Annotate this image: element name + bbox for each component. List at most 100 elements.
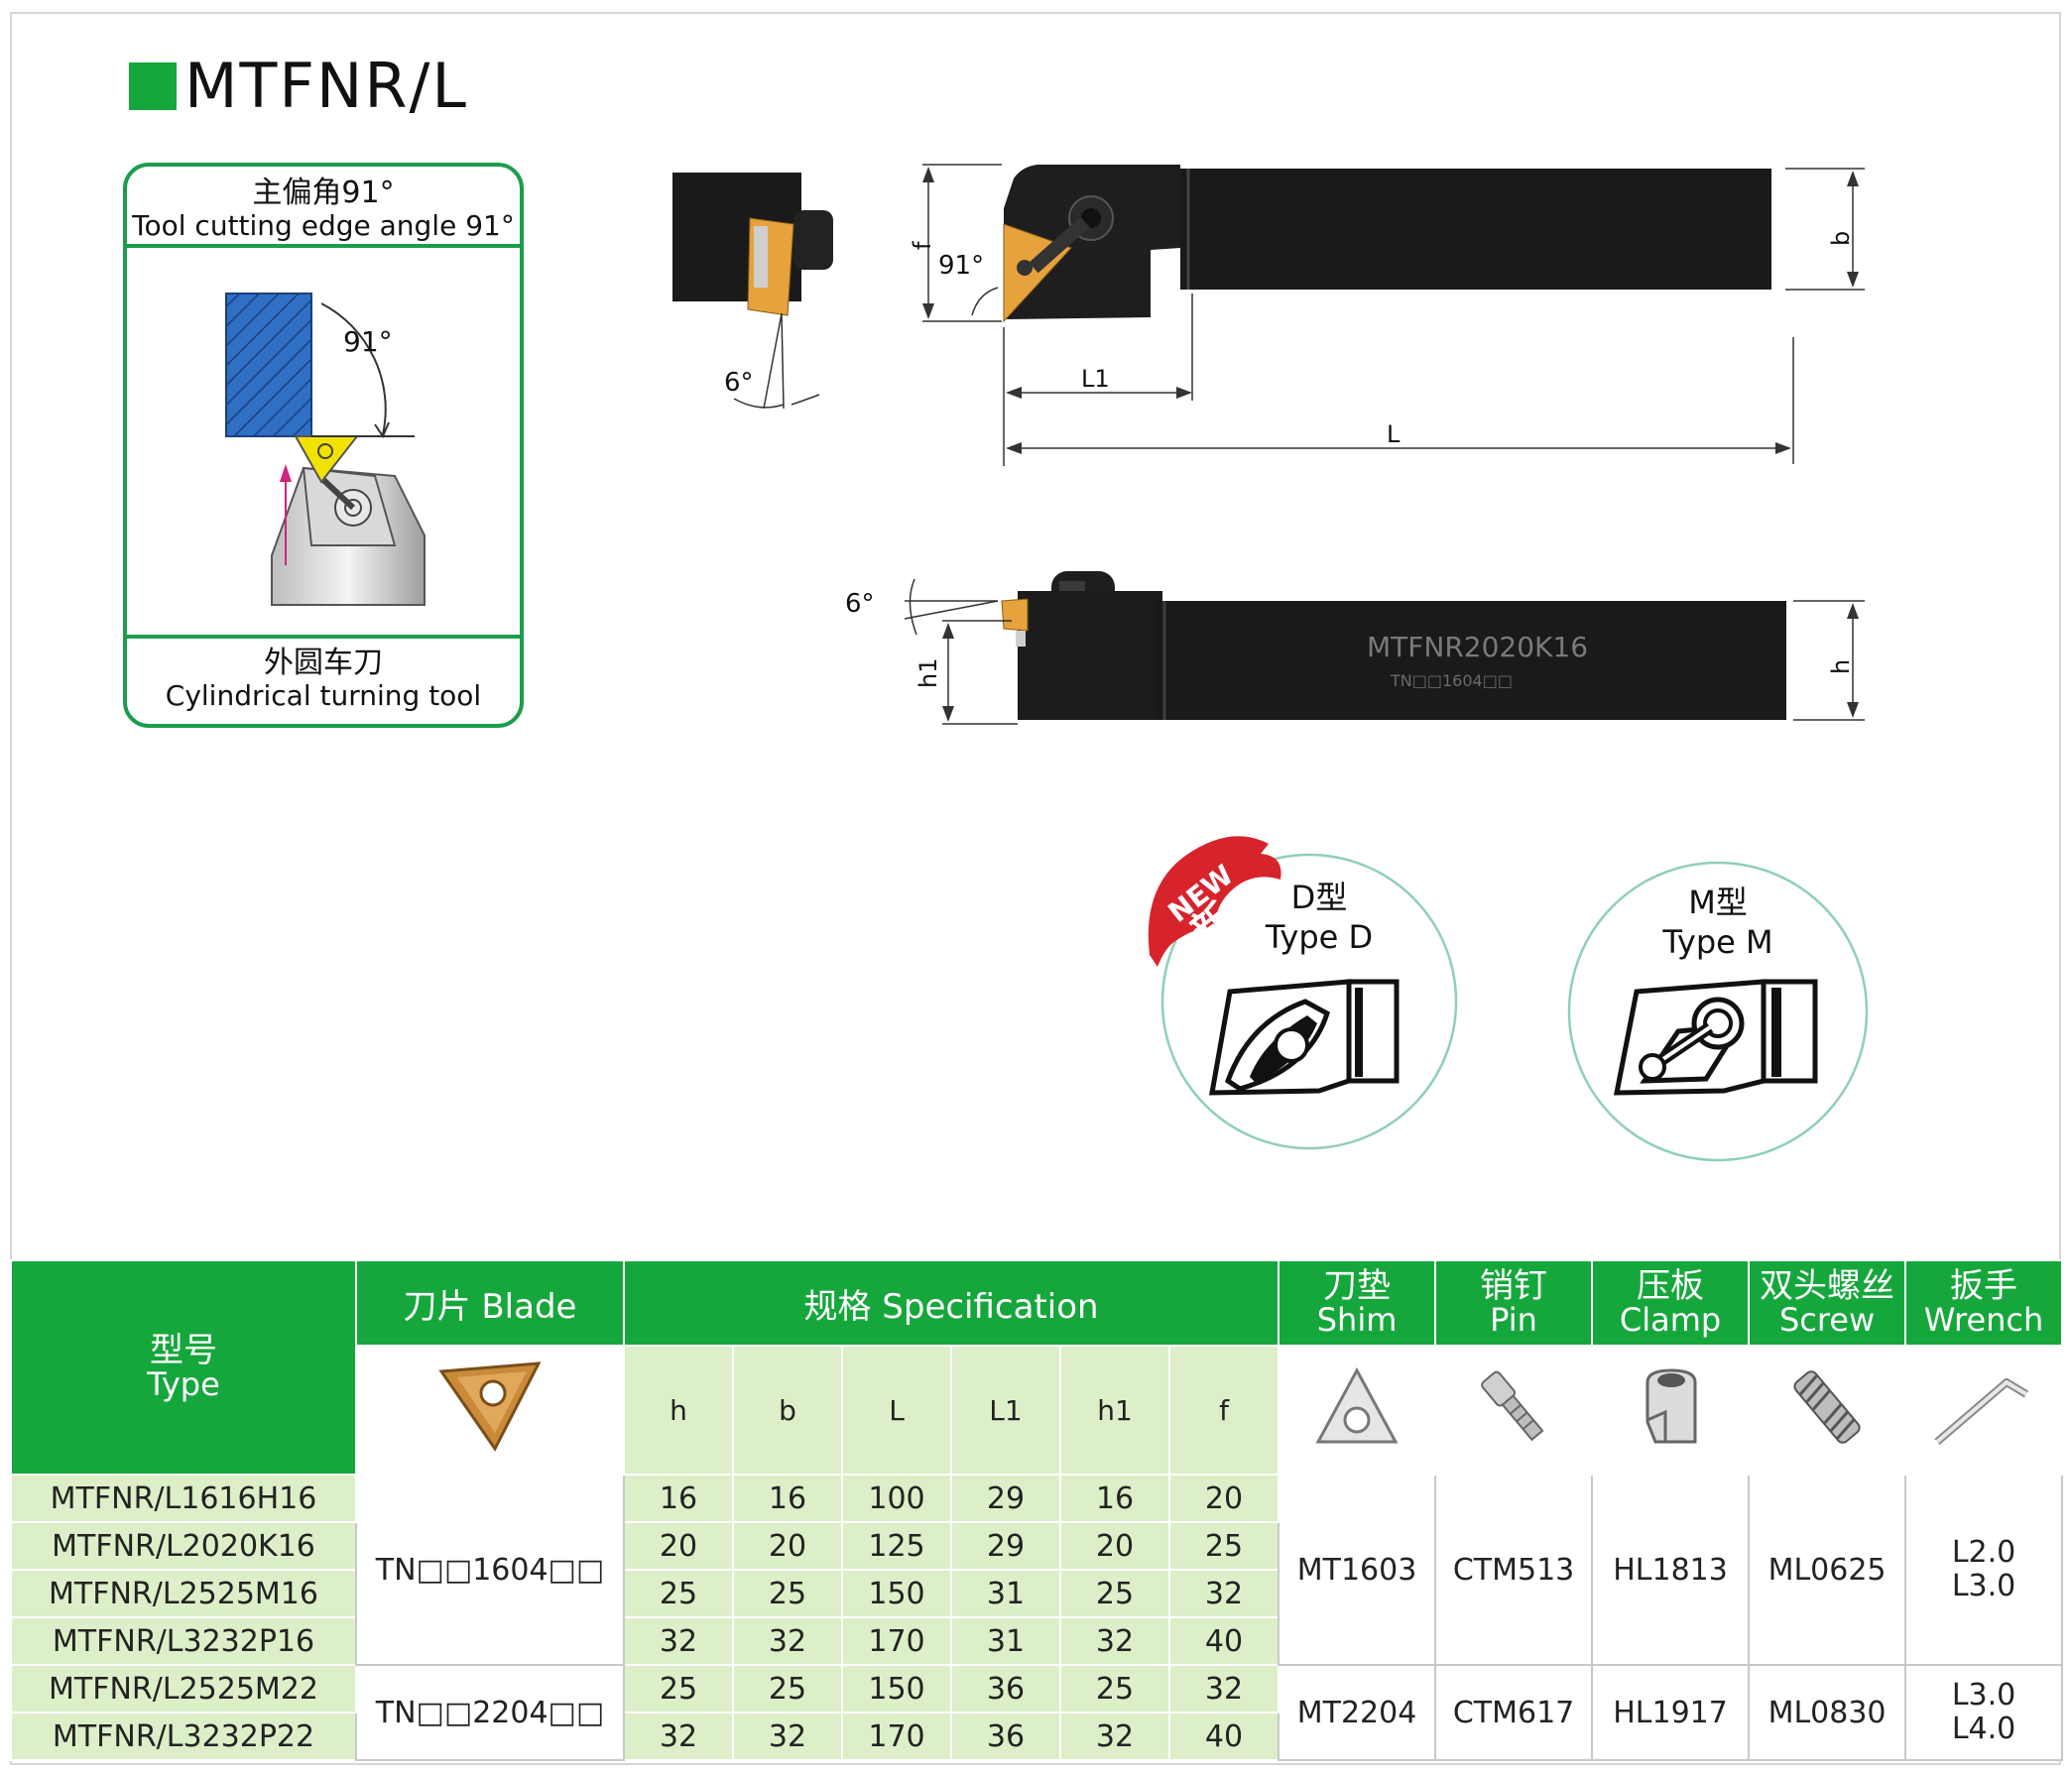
header-blade: 刀片 Blade	[355, 1259, 625, 1347]
table-subheader-row: h b L L1 h1 f	[11, 1345, 2064, 1476]
title-block: MTFNR/L	[129, 50, 468, 122]
table-row: MTFNR/L3232P16 32 32 170 31 32 40	[10, 1616, 2062, 1666]
wrench-icon	[1934, 1377, 2029, 1445]
blade-cell: TN□□1604□□	[355, 1474, 625, 1666]
workpiece-icon	[225, 293, 312, 437]
side-angle-label: 6°	[724, 368, 754, 398]
type-m-label: M型 Type M	[1639, 883, 1797, 962]
type-d-label: D型 Type D	[1250, 878, 1389, 957]
shim-icon	[1315, 1366, 1399, 1443]
type-m-en: Type M	[1662, 923, 1773, 961]
dim-h-label: h	[1827, 659, 1855, 674]
spec-cell: 25	[732, 1569, 843, 1618]
clamp-image-cell	[1591, 1345, 1751, 1476]
spec-cell: 16	[1059, 1474, 1170, 1523]
dim-b-label: b	[1827, 231, 1855, 246]
type-d-clamp-icon	[1209, 979, 1400, 1096]
spec-cell: 32	[623, 1712, 734, 1761]
shim-image-cell	[1278, 1345, 1437, 1476]
shim-cell: MT2204	[1278, 1664, 1437, 1761]
type-m-zh: M型	[1688, 884, 1748, 921]
type-d-circle	[1160, 853, 1458, 1150]
cutting-diagram: 91°	[225, 293, 426, 606]
type-cell: MTFNR/L3232P22	[10, 1712, 357, 1761]
screw-cell: ML0830	[1748, 1664, 1907, 1761]
spec-cell: 170	[841, 1616, 952, 1666]
table-row: MTFNR/L2525M16 25 25 150 31 25 32	[10, 1569, 2062, 1618]
type-cell: MTFNR/L2020K16	[10, 1521, 357, 1571]
spec-cell: 32	[1167, 1664, 1280, 1714]
angle-header-zh: 主偏角91°	[252, 176, 395, 210]
top-view-shank	[1180, 169, 1771, 290]
pin-icon	[1481, 1370, 1544, 1441]
new-badge-icon: NEW 新	[1148, 836, 1281, 967]
angle-footer-zh: 外圆车刀	[264, 646, 383, 680]
pin-cell: CTM617	[1434, 1664, 1594, 1761]
body-sub-marking: TN□□1604□□	[1390, 671, 1513, 690]
screw-cell: ML0625	[1748, 1474, 1907, 1666]
spec-cell: 36	[950, 1664, 1061, 1714]
spec-cell: 16	[623, 1474, 734, 1523]
top-angle-label: 91°	[938, 251, 984, 281]
dim-f-label: f	[909, 241, 936, 250]
spec-cell: 20	[1059, 1521, 1170, 1571]
angle-91-label: 91°	[343, 325, 393, 358]
clamp-icon	[1645, 1367, 1697, 1443]
spec-cell: 40	[1167, 1616, 1280, 1666]
front-angle-label: 6°	[845, 589, 875, 619]
clamp-cell: HL1813	[1591, 1474, 1751, 1666]
screw-icon	[1793, 1369, 1861, 1444]
spec-cell: 20	[623, 1521, 734, 1571]
type-d-zh: D型	[1290, 879, 1348, 916]
page-frame	[10, 12, 2061, 1765]
spec-cell: 29	[950, 1521, 1061, 1571]
page-title: MTFNR/L	[184, 50, 468, 122]
type-cell: MTFNR/L2525M22	[10, 1664, 357, 1714]
angle-footer-en: Cylindrical turning tool	[165, 679, 482, 712]
blade-insert-icon	[438, 1360, 542, 1452]
spec-cell: 31	[950, 1616, 1061, 1666]
spec-cell: 170	[841, 1712, 952, 1761]
body-marking: MTFNR2020K16	[1367, 631, 1588, 663]
top-view: f 91° b L1 L	[909, 164, 1865, 466]
spec-cell: 36	[950, 1712, 1061, 1761]
spec-col-L1: L1	[950, 1345, 1061, 1476]
spec-cell: 25	[1059, 1569, 1170, 1618]
spec-cell: 150	[841, 1569, 952, 1618]
angle-box-footer: 外圆车刀 Cylindrical turning tool	[127, 635, 520, 724]
spec-col-b: b	[732, 1345, 843, 1476]
spec-cell: 125	[841, 1521, 952, 1571]
screw-image-cell	[1748, 1345, 1907, 1476]
type-cell: MTFNR/L2525M16	[10, 1569, 357, 1618]
spec-cell: 20	[1167, 1474, 1280, 1523]
spec-cell: 32	[732, 1616, 843, 1666]
dim-h1-label: h1	[914, 658, 942, 688]
header-spec: 规格 Specification	[622, 1259, 1280, 1347]
angle-box-header: 主偏角91° Tool cutting edge angle 91°	[127, 167, 520, 248]
spec-cell: 32	[1059, 1616, 1170, 1666]
type-cell: MTFNR/L1616H16	[10, 1474, 357, 1523]
spec-cell: 100	[841, 1474, 952, 1523]
spec-col-h: h	[623, 1345, 734, 1476]
dim-L1-label: L1	[1081, 365, 1110, 393]
spec-cell: 25	[1167, 1521, 1280, 1571]
spec-col-f: f	[1167, 1345, 1280, 1476]
blade-image-cell	[355, 1345, 625, 1476]
spec-cell: 150	[841, 1664, 952, 1714]
front-view-shank	[1156, 601, 1786, 720]
pin-cell: CTM513	[1434, 1474, 1594, 1666]
front-view-insert-icon	[1001, 598, 1029, 632]
spec-cell: 20	[732, 1521, 843, 1571]
type-m-clamp-icon	[1613, 979, 1818, 1096]
spec-cell: 16	[732, 1474, 843, 1523]
spec-col-L: L	[841, 1345, 952, 1476]
table-row: MTFNR/L2020K16 20 20 125 29 20 25	[10, 1521, 2062, 1571]
tool-drawings: 6° f 91° b	[672, 164, 1865, 725]
